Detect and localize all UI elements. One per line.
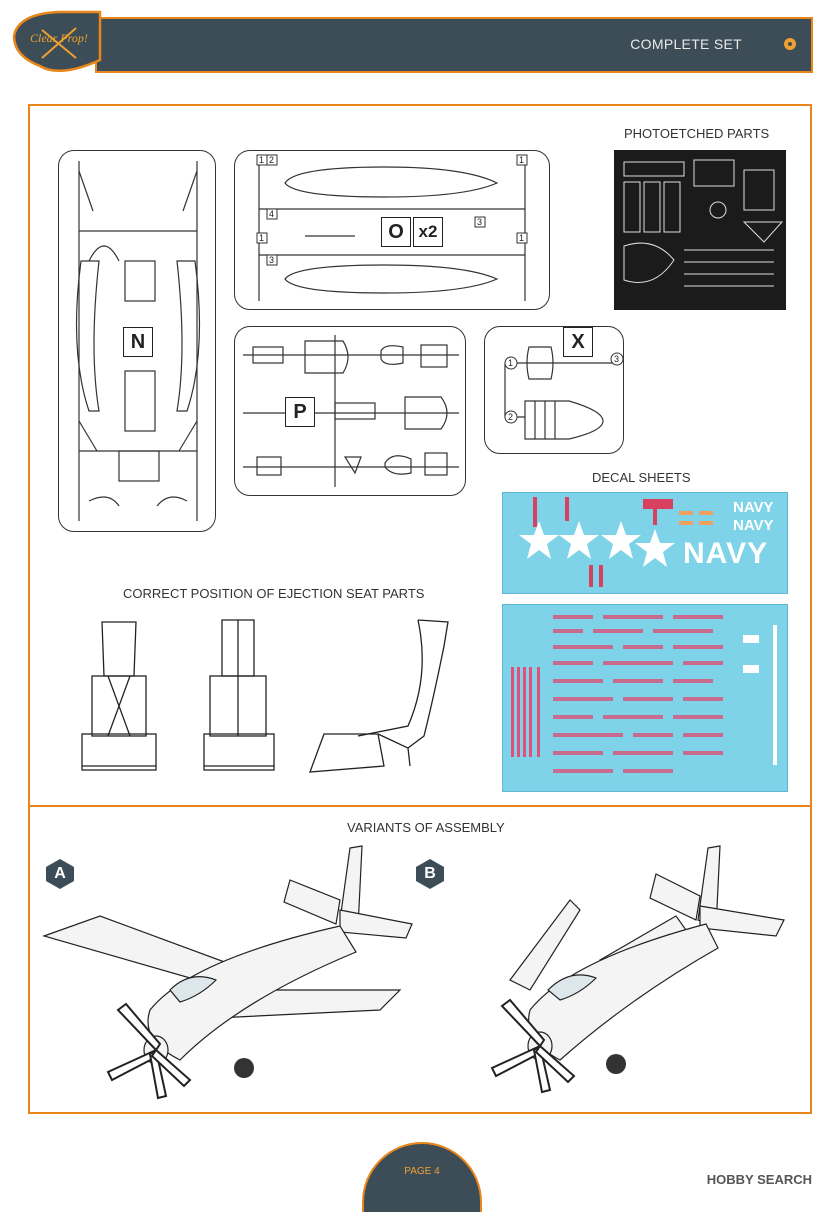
- header-dot-icon: [784, 38, 796, 50]
- variant-a-drawing: [42, 845, 413, 1100]
- brand-logo-text: Clear Prop!: [30, 31, 88, 45]
- sprue-o: 1 2 4 1 3 1 1 3 O x2: [234, 150, 550, 310]
- variant-b-drawing: [490, 845, 785, 1094]
- watermark-text: HOBBY SEARCH: [706, 1172, 812, 1187]
- variant-b-aircraft: [470, 840, 814, 1100]
- footer-page-tab: PAGE 4: [362, 1142, 482, 1212]
- page-number: PAGE 4: [404, 1166, 440, 1177]
- sprue-o-num-3: 4: [269, 209, 274, 219]
- section-divider: [28, 805, 812, 807]
- sprue-o-quantity: x2: [413, 217, 443, 247]
- variant-a-aircraft: [40, 840, 420, 1100]
- decal-sheet-2-drawing: [511, 615, 777, 773]
- sprue-o-num-1: 1: [259, 155, 264, 165]
- sprue-x-label: X: [563, 327, 593, 357]
- sprue-p: P: [234, 326, 466, 496]
- variant-b-badge: B: [414, 858, 446, 890]
- header-bar: Clear Prop! COMPLETE SET: [0, 0, 830, 80]
- ejection-seat-title: CORRECT POSITION OF EJECTION SEAT PARTS: [123, 586, 425, 601]
- photoetched-title: PHOTOETCHED PARTS: [624, 126, 770, 141]
- decal-navy-large: NAVY: [683, 537, 769, 570]
- photoetched-sheet: [614, 150, 786, 310]
- sprue-o-num-8: 3: [477, 217, 482, 227]
- sprue-n: N: [58, 150, 216, 532]
- sprue-o-drawing: 1 2 4 1 3 1 1 3: [256, 154, 528, 301]
- sprue-o-num-4: 1: [259, 233, 264, 243]
- sprue-p-drawing: [243, 335, 459, 487]
- variant-b-label: B: [424, 865, 436, 882]
- header-background: Clear Prop!: [12, 10, 813, 73]
- variant-a-badge: A: [44, 858, 76, 890]
- decal-navy-2: NAVY: [733, 517, 774, 534]
- sprue-o-num-2: 2: [269, 155, 274, 165]
- sprue-n-drawing: [75, 161, 201, 521]
- decal-sheet-2: [502, 604, 788, 792]
- sprue-x-num-3: 2: [508, 412, 513, 422]
- decal-sheet-1: NAVY NAVY NAVY: [502, 492, 788, 594]
- ejection-seat-drawing: [81, 619, 449, 773]
- variant-a-label: A: [54, 865, 66, 882]
- decal-sheet-1-drawing: [519, 497, 713, 587]
- sprue-o-num-6: 1: [519, 155, 524, 165]
- sprue-p-label: P: [285, 397, 315, 427]
- sprue-o-num-5: 3: [269, 255, 274, 265]
- sprue-x-num-1: 1: [508, 358, 513, 368]
- photoetched-drawing: [623, 159, 784, 287]
- sprue-x-drawing: 1 3 2: [504, 346, 624, 440]
- sprue-o-label: O: [381, 217, 411, 247]
- sprue-n-label: N: [123, 327, 153, 357]
- content-frame: [28, 104, 812, 1114]
- decal-title: DECAL SHEETS: [592, 470, 691, 485]
- sprue-x: 1 3 2 X: [484, 326, 624, 454]
- sprue-o-num-7: 1: [519, 233, 524, 243]
- decal-navy-1: NAVY: [733, 499, 774, 516]
- variants-title: VARIANTS OF ASSEMBLY: [347, 820, 505, 835]
- page-title: COMPLETE SET: [630, 36, 742, 52]
- sprue-x-num-2: 3: [614, 354, 619, 364]
- ejection-seat-drawings: [78, 616, 458, 782]
